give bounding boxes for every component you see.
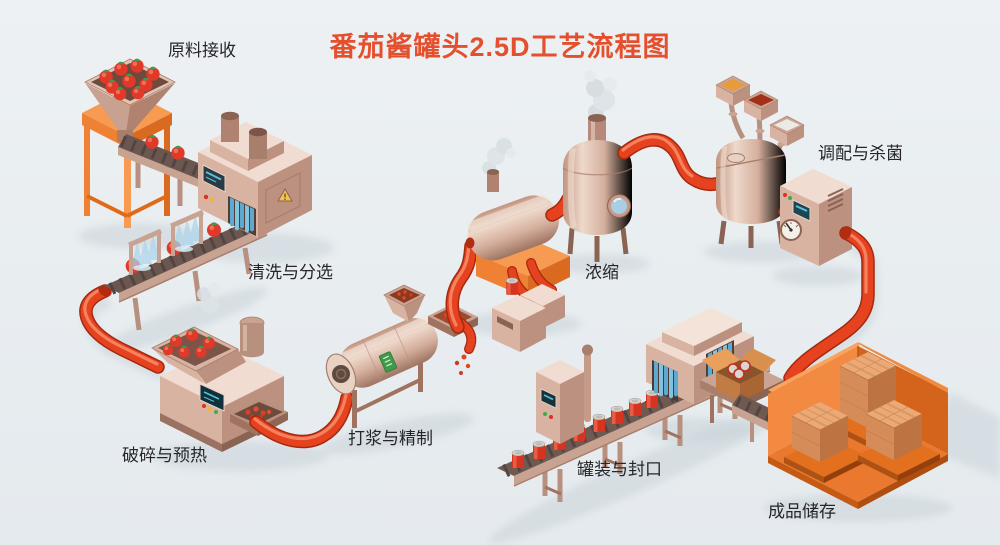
steam-puff [196,282,220,323]
station-label-crushing: 破碎与预热 [122,446,207,465]
station-label-concentration: 浓缩 [585,263,619,282]
diagram-title: 番茄酱罐头2.5D工艺流程图 [329,32,671,62]
ingredient-hopper-orange [715,75,751,106]
preheater-unit [465,138,570,328]
can-feeder [492,277,546,352]
station-label-washing: 清洗与分选 [248,263,333,282]
washer-chimney [221,111,267,159]
storage-room [768,342,948,509]
filling-line [492,277,788,502]
station-label-raw-material: 原料接收 [168,41,236,60]
pipe-pulper-to-preheater [445,239,478,334]
pallet-stack-right [858,399,940,481]
pipe-sterilizer-to-filler [783,226,875,385]
steam-puff [482,138,516,175]
pipe-evaporator-to-blender [617,133,734,192]
evaporator [562,70,633,262]
station-label-storage: 成品储存 [768,502,836,521]
crusher-control-screen [199,383,225,412]
washer-curtain [228,196,256,236]
ingredient-hopper-white [769,115,805,146]
pipe-crusher-to-pulper [249,391,354,449]
station-label-filling: 罐装与封口 [577,460,662,479]
washing-machine [198,111,312,238]
filler-machine [536,344,593,444]
porthole-window [607,194,631,218]
pulper-label-sticker [378,351,398,373]
feed-conveyor [118,134,206,206]
packing-table [700,348,784,423]
gauge-icon [780,219,802,241]
carton-box-open [702,348,776,402]
station-label-pulping: 打浆与精制 [348,429,433,448]
pallet-stack-left [784,401,866,483]
station-label-blending: 调配与杀菌 [818,144,903,163]
warning-icon [277,188,293,202]
ingredient-hopper-red [743,90,779,121]
sterilizer [778,169,852,266]
steam-puff [584,70,617,120]
washer-control-screen [202,164,226,193]
spray-frames [127,209,205,275]
sterilizer-screen [792,199,811,222]
washing-conveyor [104,216,268,331]
pipe-wash-to-crusher [79,284,165,374]
blending-tank [715,75,805,248]
